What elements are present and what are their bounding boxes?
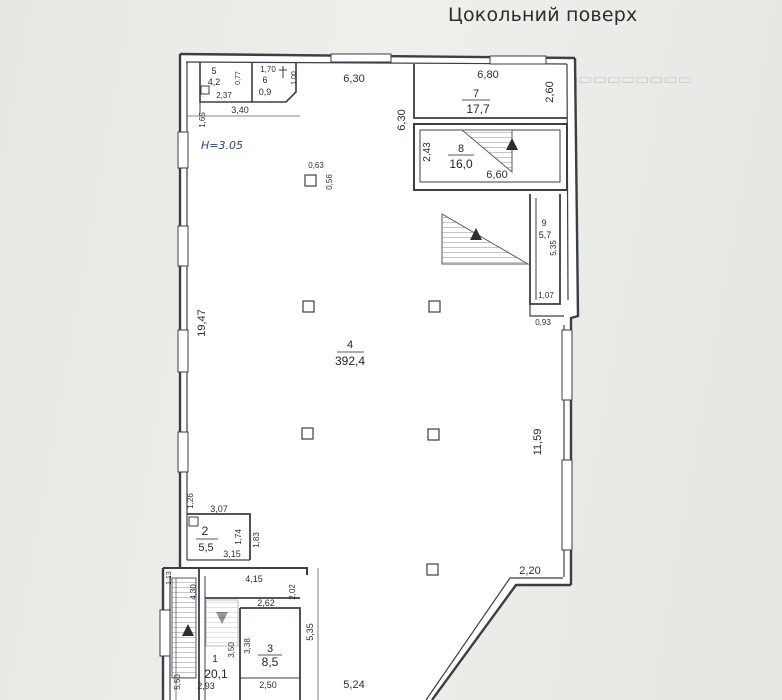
ceiling-height-note: H=3.05 xyxy=(201,139,243,152)
room-3-number: 3 xyxy=(267,643,273,655)
dim-2-43: 2,43 xyxy=(422,142,433,162)
stair-main xyxy=(441,213,530,265)
dim-1-83: 1,83 xyxy=(252,532,261,548)
room-8-walls xyxy=(413,123,568,191)
dim-5-35-bottom: 5,35 xyxy=(305,623,315,641)
dim-2-20: 2,20 xyxy=(519,565,540,577)
room-2-area: 5,5 xyxy=(198,542,213,554)
dimension-labels: 6,30 6,80 2,60 6,30 2,43 6,60 5,35 1,07 … xyxy=(166,65,558,691)
dim-1-26: 1,26 xyxy=(186,493,195,509)
room-7-walls xyxy=(413,64,567,119)
dim-1-13: 1,13 xyxy=(166,571,173,585)
dim-1-65: 1,65 xyxy=(198,112,207,128)
dim-2-37: 2,37 xyxy=(216,91,232,100)
page-title: Цокольний поверх xyxy=(448,4,638,26)
room-1-area: 20,1 xyxy=(204,667,228,681)
room-5-number: 5 xyxy=(211,66,216,76)
dim-0-77: 0,77 xyxy=(235,71,242,85)
dim-19-47: 19,47 xyxy=(196,309,208,337)
window-marks xyxy=(159,53,573,657)
dim-4-30: 4,30 xyxy=(189,584,198,600)
room-5-area: 4,2 xyxy=(208,77,221,87)
stair-room-8 xyxy=(460,129,513,174)
room-5-6-walls xyxy=(199,62,297,114)
dim-1-07: 1,07 xyxy=(538,291,554,300)
room-6-number: 6 xyxy=(262,75,267,85)
stair-room-1b xyxy=(205,599,239,647)
dim-3-40: 3,40 xyxy=(231,105,249,115)
dim-2-50: 2,50 xyxy=(259,680,277,690)
dim-1-70: 1,70 xyxy=(260,65,276,74)
dim-2-62: 2,62 xyxy=(257,598,275,608)
room-6-area: 0,9 xyxy=(259,87,272,97)
dim-6-30-side: 6,30 xyxy=(396,109,408,130)
dim-5-35-right: 5,35 xyxy=(549,240,558,256)
dim-6-60: 6,60 xyxy=(486,169,507,181)
dimension-lines xyxy=(175,115,319,700)
dim-2-60: 2,60 xyxy=(544,81,556,102)
building-floor xyxy=(163,54,578,700)
room-7-area: 17,7 xyxy=(466,102,490,116)
dim-3-07: 3,07 xyxy=(210,504,228,514)
dim-3-50: 3,50 xyxy=(227,642,236,658)
dim-5-24: 5,24 xyxy=(343,679,364,691)
room-9-number: 9 xyxy=(541,218,546,228)
dim-3-38: 3,38 xyxy=(243,638,252,654)
dim-3-15: 3,15 xyxy=(223,549,241,559)
arrow-main-stair xyxy=(470,228,482,240)
dim-0-56: 0,56 xyxy=(325,174,334,190)
columns xyxy=(301,174,441,576)
arrow-room-8 xyxy=(506,138,518,150)
dim-2-02: 2,02 xyxy=(288,584,297,600)
room-4-area: 392,4 xyxy=(335,354,365,368)
arrow-room-1 xyxy=(182,624,194,636)
dim-0-63: 0,63 xyxy=(308,161,324,170)
room-8-area: 16,0 xyxy=(449,157,473,171)
room-8-number: 8 xyxy=(458,143,464,155)
room-1-3-walls xyxy=(198,568,301,700)
room-labels: 4 392,4 5 4,2 6 0,9 7 17,7 8 16,0 9 5,7 … xyxy=(196,66,551,681)
room-1-number: 1 xyxy=(212,654,218,665)
room-9-walls xyxy=(529,194,564,317)
room-9-area: 5,7 xyxy=(539,230,552,240)
dim-0-93: 0,93 xyxy=(535,318,551,327)
stair-room-1 xyxy=(171,577,197,679)
dim-6-30-top: 6,30 xyxy=(343,73,364,85)
room-7-number: 7 xyxy=(473,88,479,100)
dim-1-74: 1,74 xyxy=(234,529,243,545)
dim-5-50: 5,50 xyxy=(173,674,182,690)
dim-1-00: 1,00 xyxy=(291,71,298,85)
dim-11-59: 11,59 xyxy=(532,429,544,456)
dim-2-93: 2,93 xyxy=(197,681,215,691)
dim-6-80: 6,80 xyxy=(477,69,498,81)
room-4-number: 4 xyxy=(347,339,353,351)
room-3-area: 8,5 xyxy=(262,655,279,669)
room-2-walls xyxy=(187,513,251,561)
room-2-number: 2 xyxy=(202,524,209,538)
dim-4-15: 4,15 xyxy=(245,574,263,584)
